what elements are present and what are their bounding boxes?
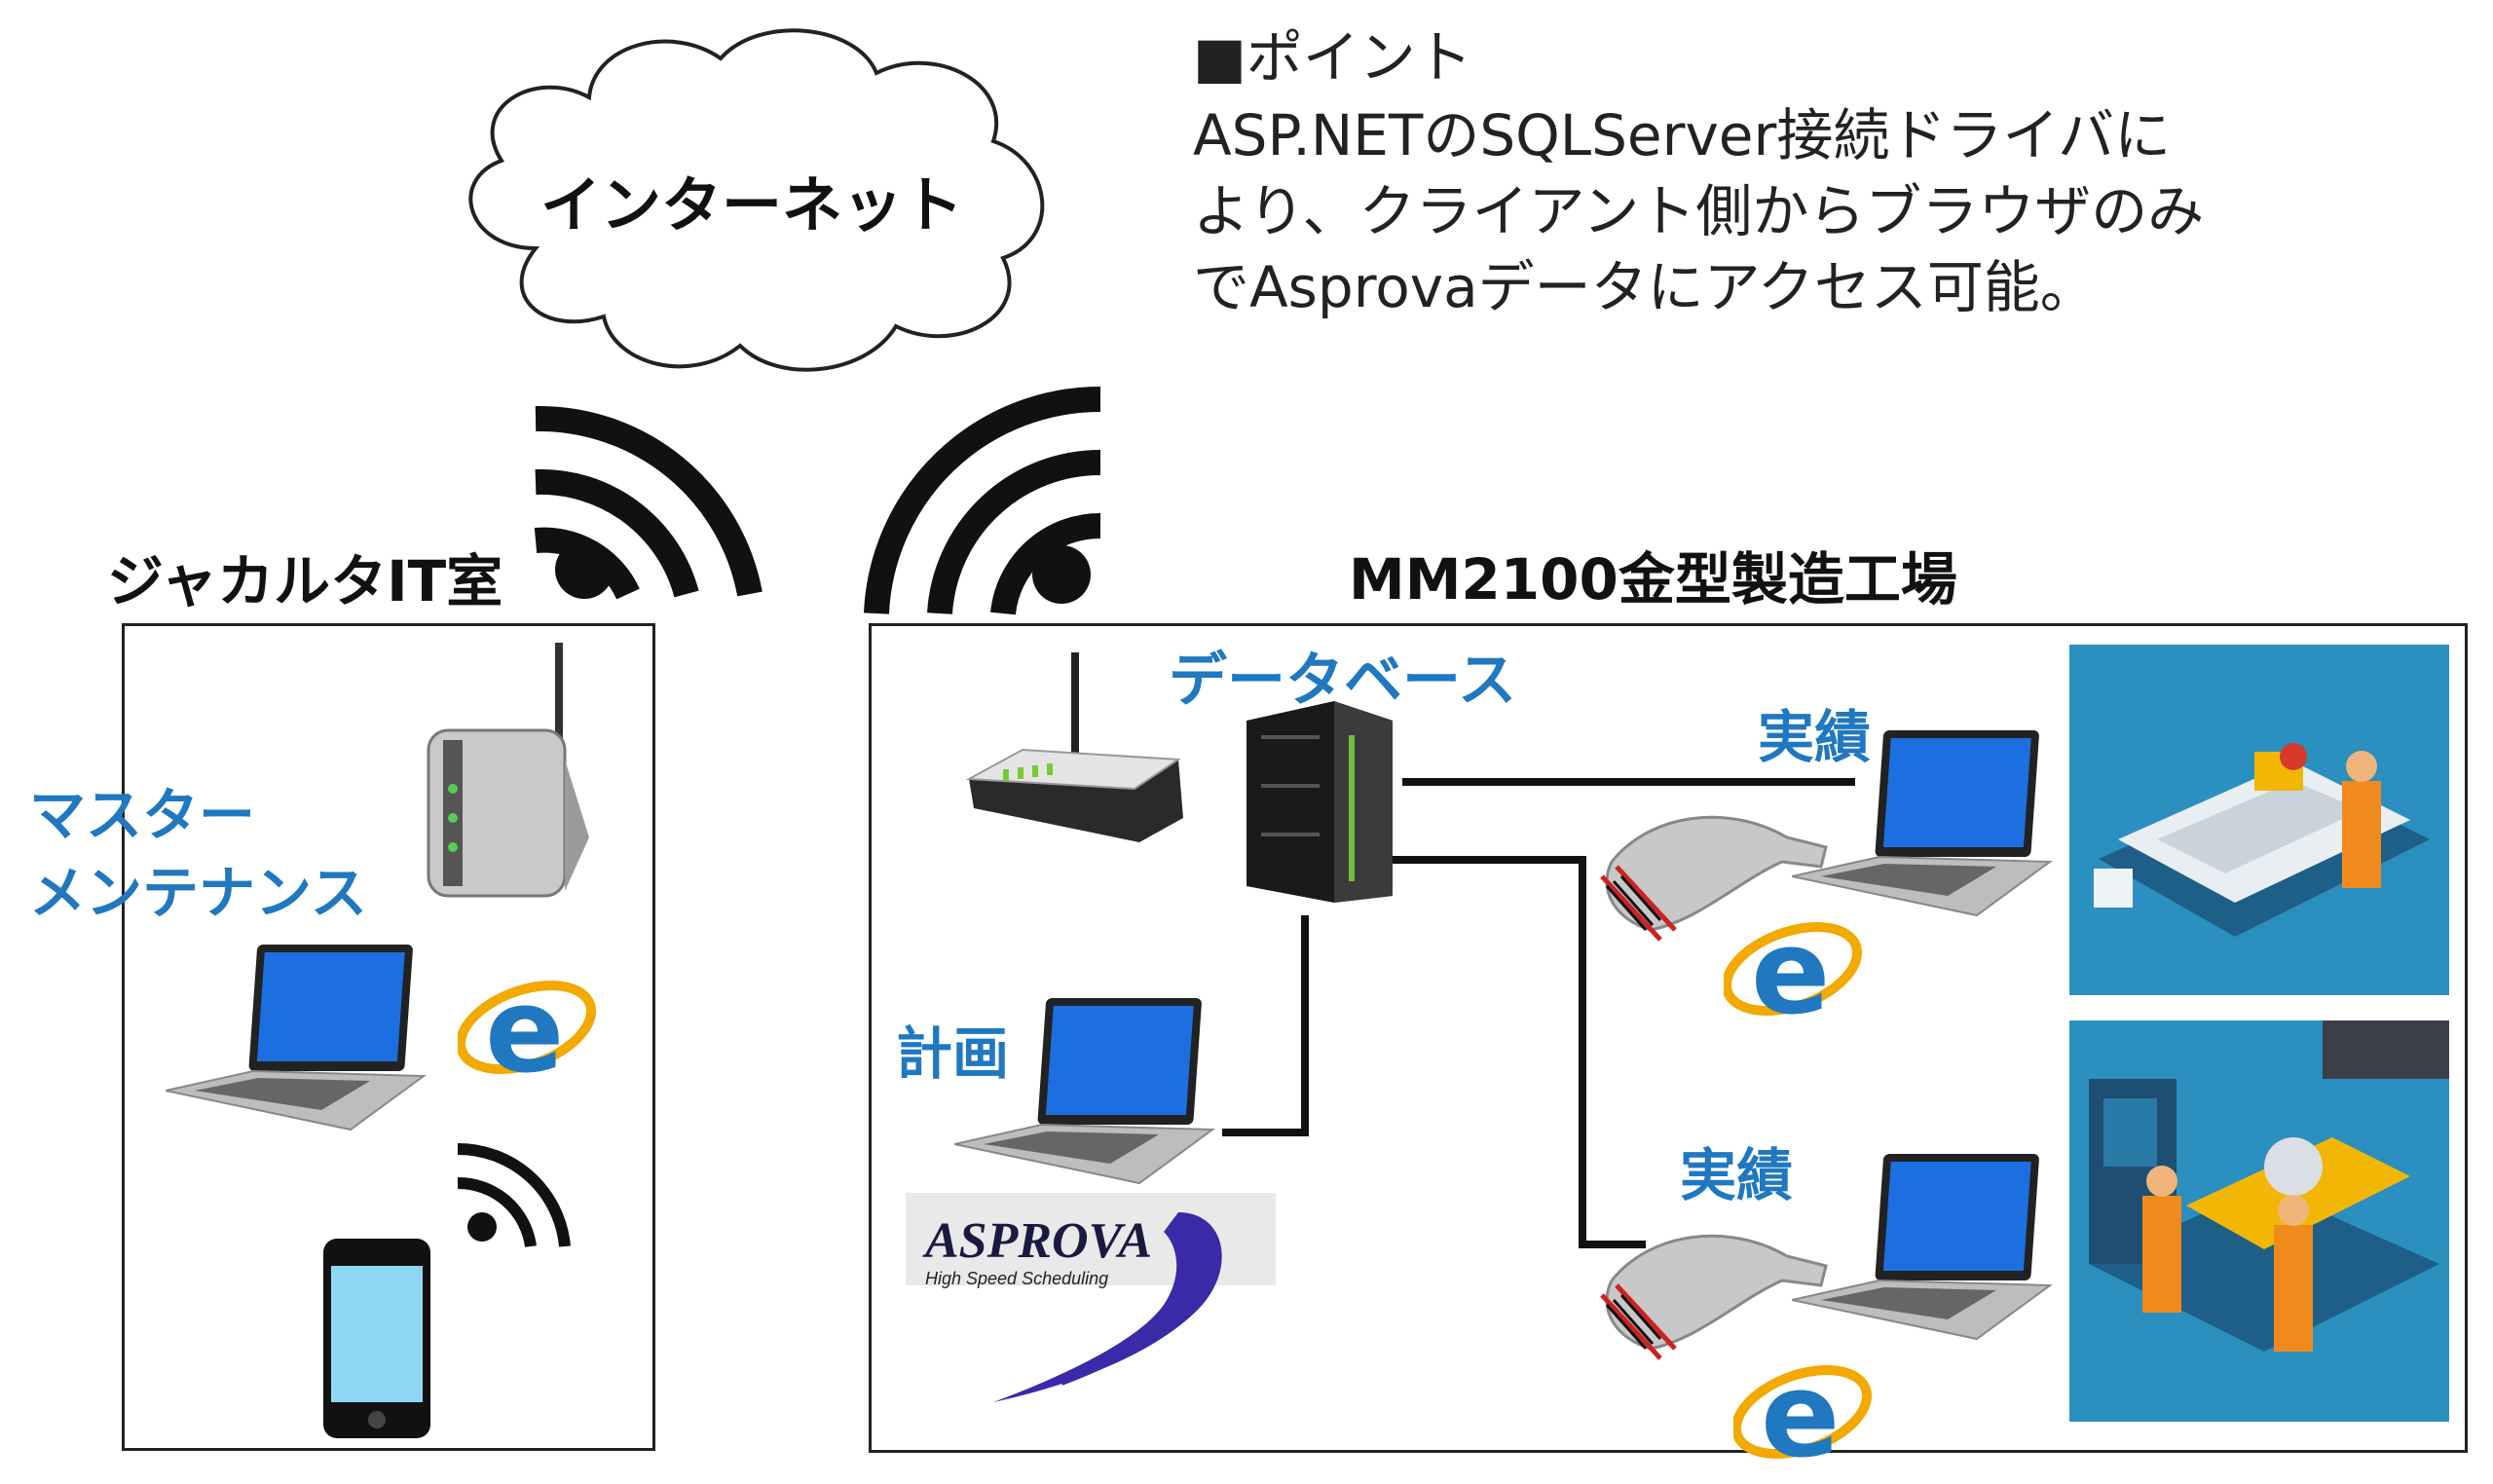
svg-text:e: e	[1751, 910, 1830, 1037]
ie-browser-icon: e	[458, 969, 597, 1095]
barcode-scanner-icon	[1600, 1234, 1828, 1360]
wifi-icon	[864, 386, 1101, 615]
point-line-2: より、クライアント側からブラウザのみ	[1193, 178, 2205, 244]
asprova-logo-subtitle: High Speed Scheduling	[925, 1269, 1109, 1288]
ie-browser-icon: e	[1733, 1354, 1873, 1480]
role-label-line2: メンテナンス	[29, 860, 367, 926]
right-site-title: MM2100金型製造工場	[1349, 546, 1957, 612]
point-heading: ■ポイント	[1193, 24, 1472, 91]
cloud-label: インターネット	[540, 169, 964, 241]
plan-label: 計画	[896, 1020, 1010, 1087]
laptop-icon	[954, 998, 1215, 1185]
asprova-logo-text: ASPROVA	[925, 1213, 1153, 1269]
result-label-1: 実績	[1758, 704, 1872, 770]
machine-illustration	[2069, 645, 2449, 995]
machine-illustration	[2069, 1020, 2449, 1422]
asprova-swoosh	[906, 1193, 1276, 1402]
router-icon	[427, 643, 589, 898]
left-site-title: ジャカルタIT室	[107, 548, 503, 614]
laptop-icon	[1792, 730, 2053, 917]
role-label-line1: マスター	[29, 782, 256, 848]
point-line-1: ASP.NETのSQLServer接続ドライバに	[1193, 102, 2172, 168]
svg-text:e: e	[485, 969, 564, 1095]
result-label-2: 実績	[1680, 1142, 1794, 1208]
database-label: データベース	[1169, 647, 1516, 715]
barcode-scanner-icon	[1600, 815, 1828, 942]
smartphone-icon	[323, 1239, 430, 1438]
svg-text:e: e	[1761, 1354, 1840, 1480]
ie-browser-icon: e	[1724, 910, 1863, 1037]
asprova-logo: ASPROVA High Speed Scheduling	[906, 1193, 1276, 1427]
cloud-icon	[468, 28, 1045, 372]
wifi-icon	[534, 405, 763, 600]
wifi-icon	[457, 1142, 571, 1247]
point-line-3: でAsprovaデータにアクセス可能。	[1193, 254, 2097, 320]
server-icon	[1246, 701, 1393, 903]
router-icon	[965, 652, 1183, 842]
laptop-icon	[1792, 1154, 2053, 1341]
laptop-icon	[166, 945, 427, 1132]
